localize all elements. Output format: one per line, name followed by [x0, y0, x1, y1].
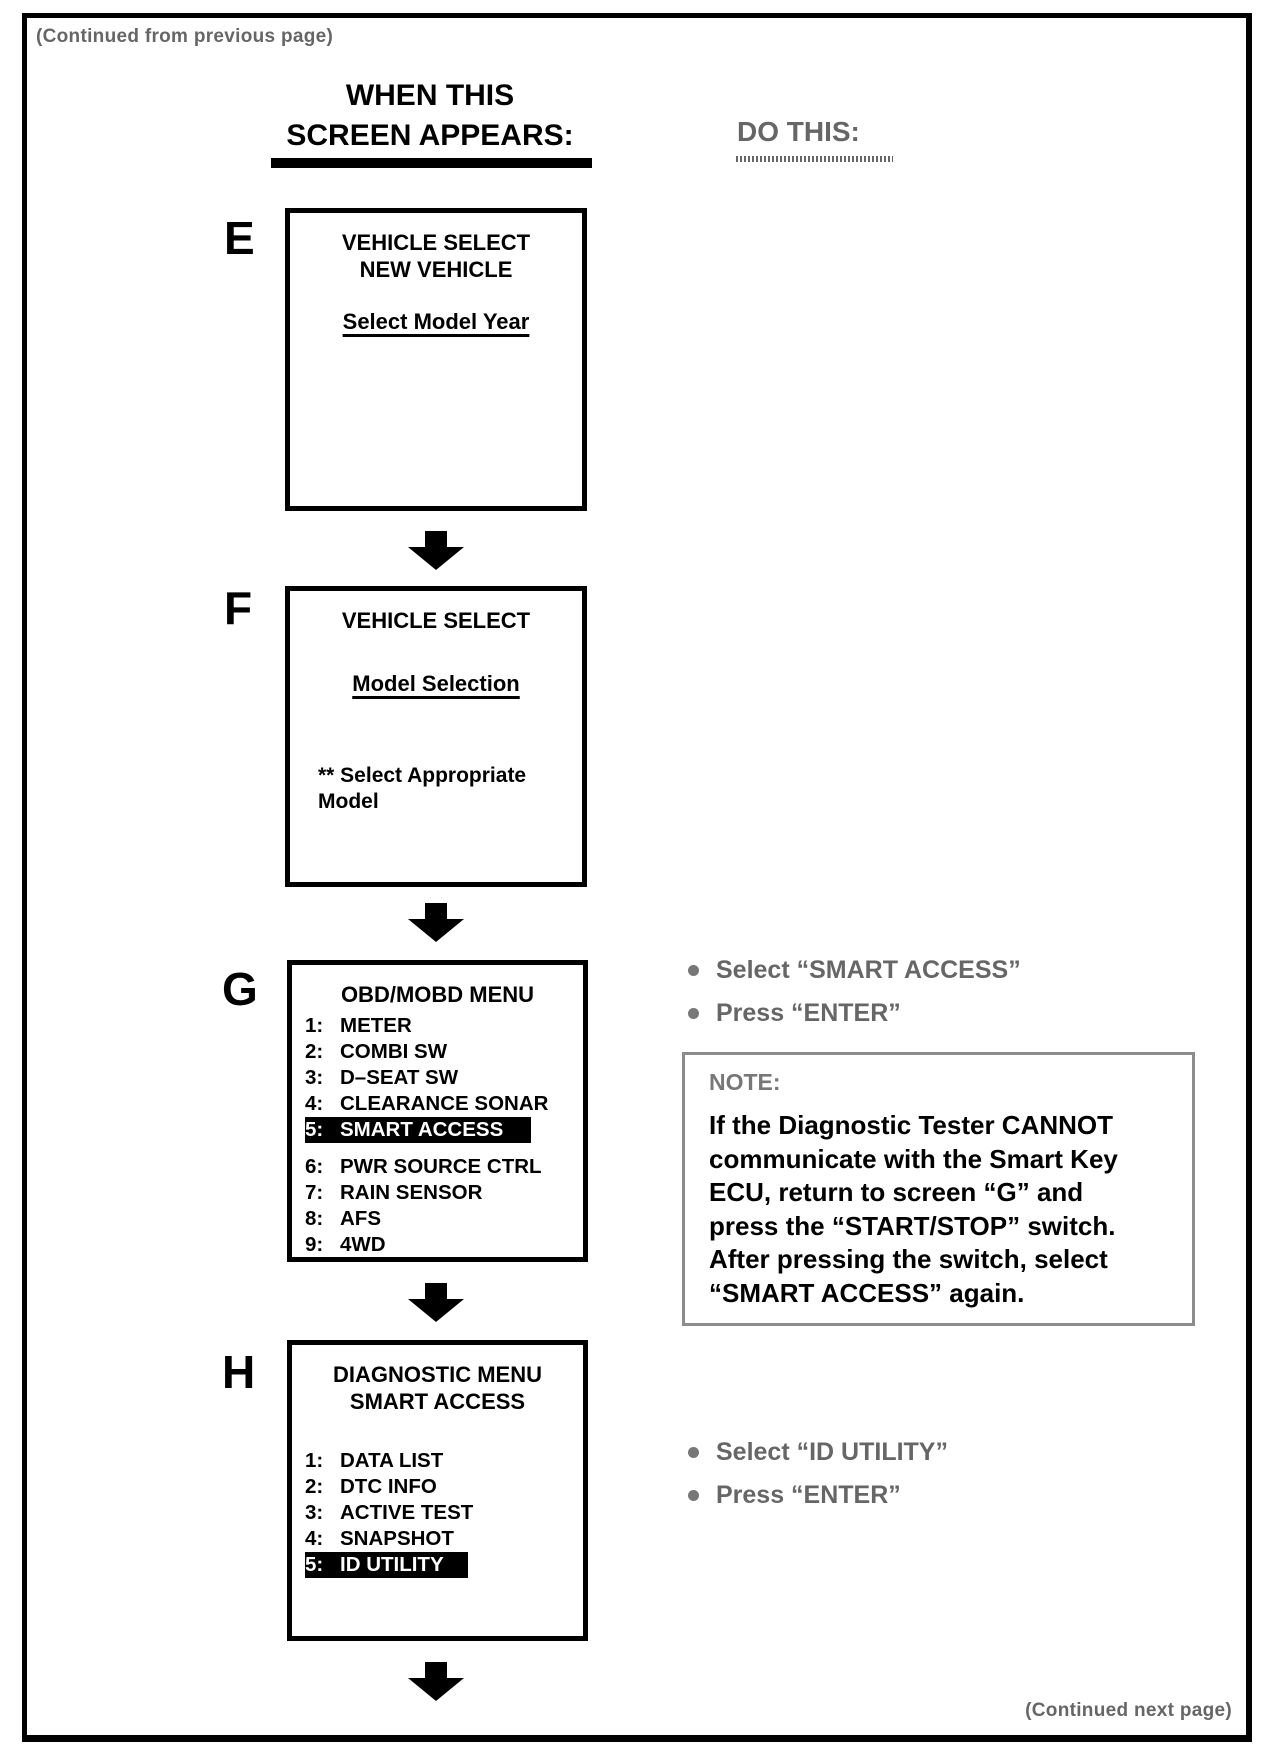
instruction-item: Press “ENTER”: [688, 999, 1021, 1028]
menu-item: 1:METER: [305, 1014, 412, 1037]
menu-item: 4:CLEARANCE SONAR: [305, 1092, 549, 1115]
bullet-icon: [688, 1008, 699, 1019]
screen-f-hint-line2: Model: [318, 790, 379, 813]
flow-label-g: G: [222, 963, 258, 1015]
column-header-do-this: DO THIS:: [737, 116, 860, 147]
flow-label-h: H: [222, 1346, 256, 1398]
screen-f-title-line1: VEHICLE SELECT: [341, 608, 531, 633]
note-body: If the Diagnostic Tester CANNOT communic…: [709, 1109, 1184, 1310]
screen-f-subtitle: Model Selection: [352, 671, 520, 696]
do-head-underline: [736, 156, 893, 162]
screen-e-title-line2: NEW VEHICLE: [359, 257, 513, 282]
menu-item: 3:D–SEAT SW: [305, 1066, 459, 1089]
arrow-head: [408, 919, 464, 942]
note-body-line: “SMART ACCESS” again.: [709, 1277, 1025, 1308]
screen-box-g: OBD/MOBD MENU 1:METER 2:COMBI SW 3:D–SEA…: [287, 960, 588, 1262]
note-body-line: ECU, return to screen “G” and: [709, 1177, 1084, 1207]
screen-box-f: VEHICLE SELECT Model Selection ** Select…: [285, 586, 587, 887]
column-header-when-this-screen-appears: WHEN THIS SCREEN APPEARS:: [230, 76, 630, 156]
note-body-line: press the “START/STOP” switch.: [709, 1210, 1116, 1241]
bullet-icon: [688, 1490, 699, 1501]
instructions-for-g: Select “SMART ACCESS” Press “ENTER”: [688, 956, 1021, 1042]
screen-h-menu: 1:DATA LIST 2:DTC INFO 3:ACTIVE TEST 4:S…: [305, 1448, 579, 1578]
note-body-line: communicate with the Smart Key: [709, 1143, 1118, 1174]
page-border: [22, 13, 1252, 1742]
arrow-head: [408, 547, 464, 570]
screen-box-e: VEHICLE SELECT NEW VEHICLE Select Model …: [285, 208, 587, 511]
menu-item: 2:COMBI SW: [305, 1040, 448, 1063]
instructions-for-h: Select “ID UTILITY” Press “ENTER”: [688, 1438, 948, 1524]
flow-label-f: F: [224, 582, 253, 634]
menu-item: 9:4WD: [305, 1233, 386, 1256]
menu-item: 8:AFS: [305, 1207, 381, 1230]
screen-g-title: OBD/MOBD MENU: [340, 982, 535, 1007]
menu-item-highlighted: 5:SMART ACCESS: [305, 1117, 532, 1143]
when-head-line2: SCREEN APPEARS:: [286, 119, 574, 152]
when-head-line1: WHEN THIS: [345, 79, 515, 112]
screen-g-menu: 1:METER 2:COMBI SW 3:D–SEAT SW 4:CLEARAN…: [305, 1013, 579, 1258]
down-arrow-icon: [408, 903, 464, 942]
screen-h-title: DIAGNOSTIC MENU SMART ACCESS: [292, 1345, 583, 1415]
down-arrow-icon: [408, 531, 464, 570]
note-body-line: After pressing the switch, select: [709, 1244, 1108, 1274]
screen-f-title: VEHICLE SELECT: [290, 591, 582, 634]
menu-item: 1:DATA LIST: [305, 1449, 444, 1472]
arrow-stem: [425, 903, 447, 919]
menu-item: 7:RAIN SENSOR: [305, 1181, 483, 1204]
bullet-icon: [688, 965, 699, 976]
screen-h-title-line1: DIAGNOSTIC MENU: [333, 1362, 542, 1387]
instruction-item: Select “SMART ACCESS”: [688, 956, 1021, 985]
note-title: NOTE:: [709, 1069, 781, 1095]
screen-e-title: VEHICLE SELECT NEW VEHICLE: [290, 213, 582, 283]
screen-e-title-line1: VEHICLE SELECT: [341, 230, 531, 255]
bullet-icon: [688, 1447, 699, 1458]
screen-box-h: DIAGNOSTIC MENU SMART ACCESS 1:DATA LIST…: [287, 1340, 588, 1641]
arrow-stem: [425, 1283, 447, 1299]
when-head-underline: [271, 158, 592, 168]
continued-next-page: (Continued next page): [1025, 1700, 1232, 1721]
arrow-head: [408, 1299, 464, 1322]
menu-item: 6:PWR SOURCE CTRL: [305, 1155, 542, 1178]
flow-label-e: E: [224, 212, 255, 264]
note-box: NOTE: If the Diagnostic Tester CANNOT co…: [682, 1052, 1195, 1326]
arrow-stem: [425, 531, 447, 547]
continued-from-previous: (Continued from previous page): [36, 26, 334, 47]
arrow-head: [408, 1678, 464, 1701]
menu-item: 3:ACTIVE TEST: [305, 1501, 474, 1524]
screen-f-hint: ** Select Appropriate Model: [318, 763, 568, 815]
arrow-stem: [425, 1662, 447, 1678]
screen-h-title-line2: SMART ACCESS: [349, 1389, 526, 1414]
screen-f-hint-line1: ** Select Appropriate: [318, 764, 527, 787]
down-arrow-icon: [408, 1662, 464, 1701]
menu-item: 2:DTC INFO: [305, 1475, 437, 1498]
note-body-line: If the Diagnostic Tester CANNOT: [709, 1110, 1114, 1140]
menu-item-highlighted: 5:ID UTILITY: [305, 1552, 468, 1578]
menu-item: 4:SNAPSHOT: [305, 1527, 454, 1550]
instruction-item: Select “ID UTILITY”: [688, 1438, 948, 1467]
down-arrow-icon: [408, 1283, 464, 1322]
screen-e-subtitle: Select Model Year: [342, 309, 530, 334]
instruction-item: Press “ENTER”: [688, 1481, 948, 1510]
